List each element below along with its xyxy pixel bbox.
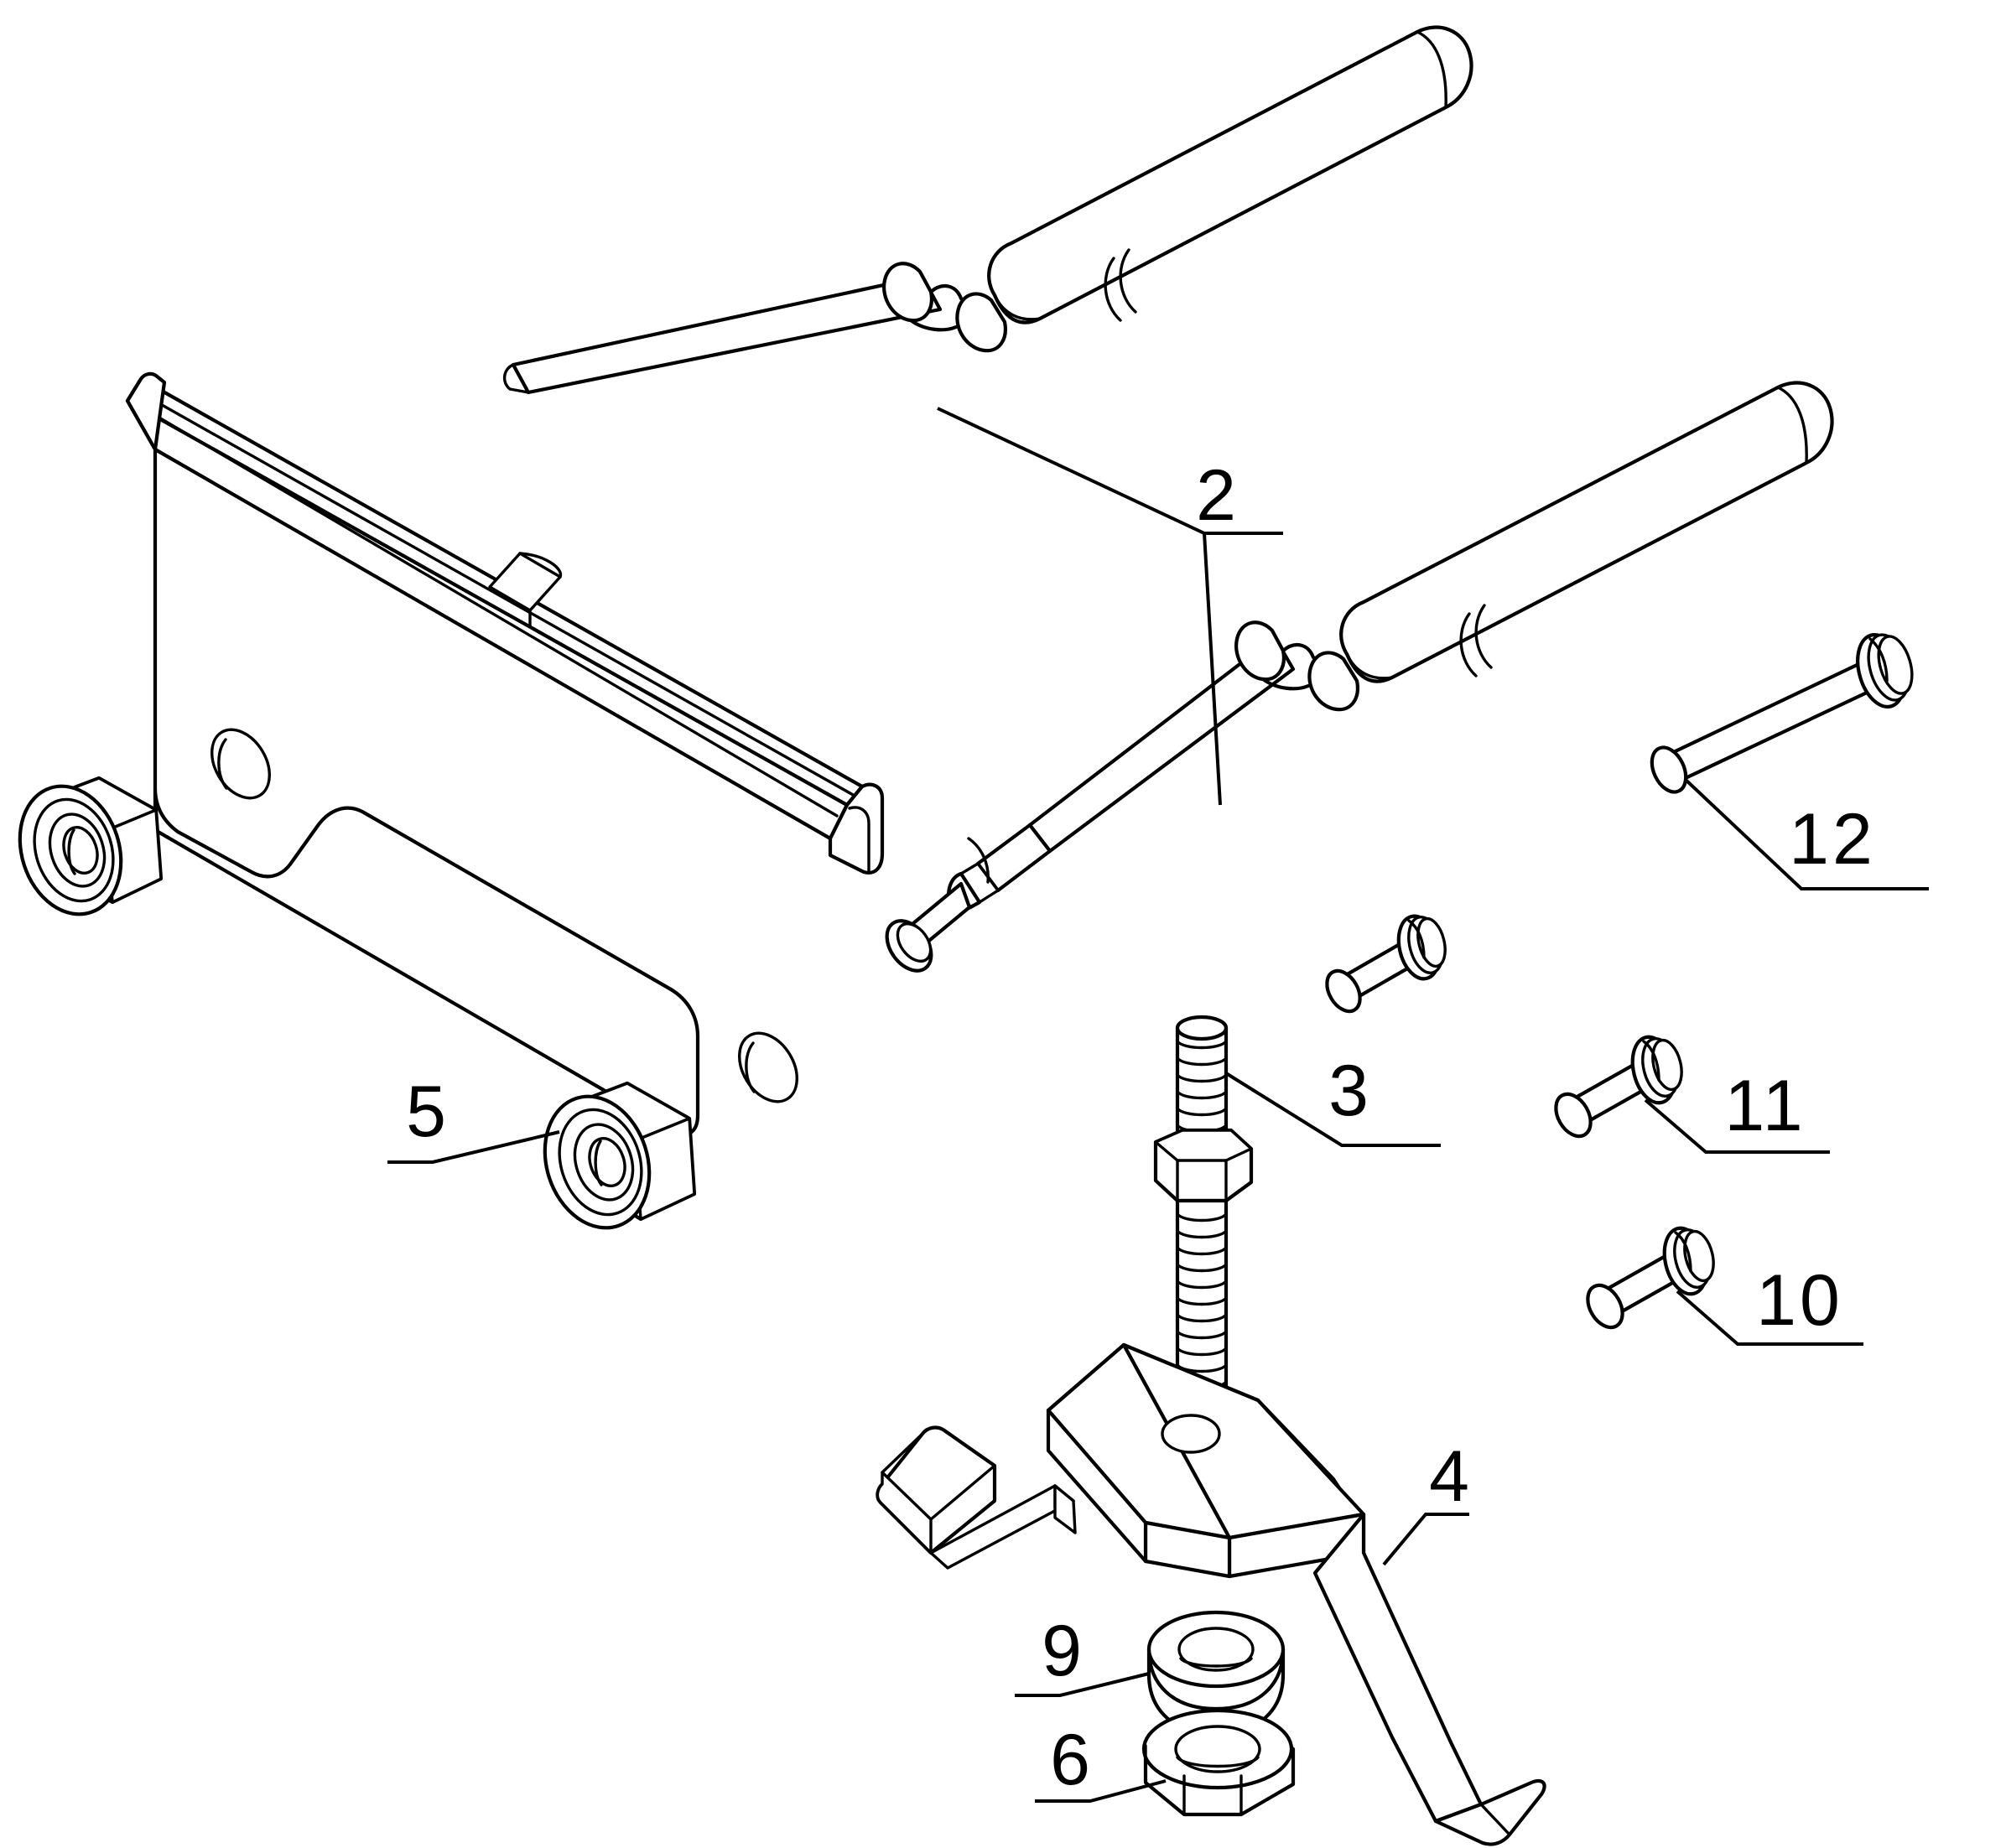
clevis-pin-long-item12	[1650, 633, 1914, 794]
lip-notch	[488, 552, 563, 627]
leader-4	[1382, 1513, 1469, 1566]
flat-washer-item9	[1146, 1610, 1286, 1736]
callout-labels: 2 12 3 11 10 5 4 9 6	[406, 455, 1876, 1800]
nyloc-nut-item5	[543, 1081, 697, 1230]
hex-nut-item6	[1141, 1708, 1296, 1817]
leader-10	[1676, 1290, 1863, 1346]
leader-9	[1015, 1672, 1150, 1697]
clevis-pin-unlabeled	[1325, 914, 1447, 1014]
push-rod-upper	[503, 25, 1473, 395]
mounting-bracket-item4	[876, 1342, 1546, 1846]
callout-12: 12	[1789, 799, 1876, 880]
leader-2-b	[1203, 532, 1222, 806]
clevis-pin-item11	[1554, 1035, 1683, 1139]
plate-hole-upper	[210, 728, 271, 800]
callout-3: 3	[1328, 1051, 1372, 1131]
push-rod-lower	[885, 381, 1834, 973]
callout-5: 5	[406, 1072, 450, 1152]
callout-4: 4	[1429, 1436, 1473, 1517]
leader-3	[1224, 1072, 1441, 1147]
leader-5	[387, 1130, 560, 1164]
leader-12	[1684, 778, 1929, 890]
callout-2: 2	[1196, 455, 1239, 536]
callout-11: 11	[1724, 1066, 1806, 1146]
callout-10: 10	[1756, 1260, 1843, 1341]
callout-9: 9	[1042, 1611, 1085, 1691]
leader-6	[1035, 1779, 1167, 1803]
leader-lines	[387, 407, 1929, 1803]
nyloc-nut-upper	[18, 776, 164, 916]
left-mounting-plate	[125, 371, 885, 1136]
callout-6: 6	[1050, 1720, 1094, 1800]
plate-hole-lower	[738, 1031, 798, 1103]
leader-11	[1644, 1098, 1830, 1154]
clevis-pin-item10	[1586, 1226, 1715, 1330]
